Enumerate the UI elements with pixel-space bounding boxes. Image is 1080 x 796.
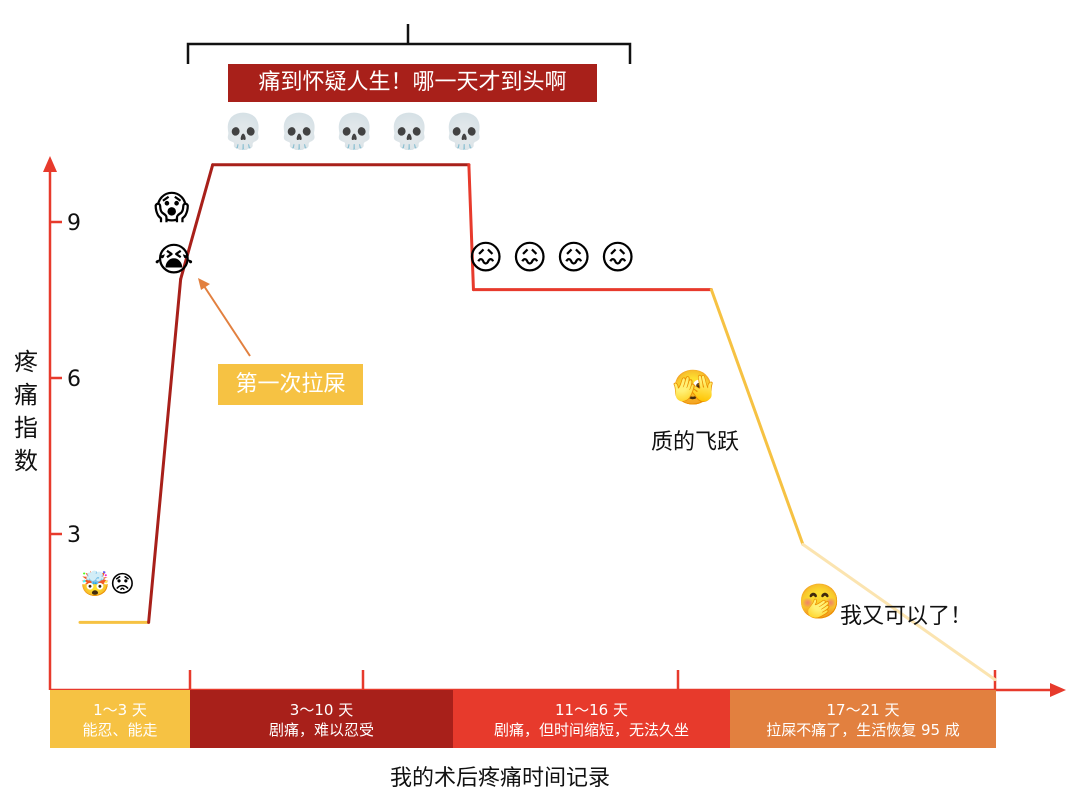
skull-icon: 💀 bbox=[278, 112, 321, 152]
confounded-icon: 😖 bbox=[600, 238, 636, 278]
phase-description: 剧痛，难以忍受 bbox=[268, 721, 374, 739]
pain-line-segment bbox=[709, 288, 805, 546]
confounded-icon: 😖 bbox=[468, 238, 504, 278]
leap-annotation: 质的飞跃 bbox=[650, 430, 739, 455]
phase-days: 11〜16 天 bbox=[555, 701, 628, 719]
shock-emoji-icon: 😱 bbox=[154, 188, 190, 228]
phase-days: 1〜3 天 bbox=[93, 701, 147, 719]
sob-emoji-icon: 😭 bbox=[154, 240, 194, 280]
first-bowel-callout: 第一次拉屎 bbox=[218, 364, 363, 405]
phase-description: 剧痛，但时间缩短，无法久坐 bbox=[493, 721, 689, 739]
skull-icon: 💀 bbox=[388, 112, 431, 152]
recovered-annotation: 我又可以了！ bbox=[840, 604, 973, 629]
x-axis-arrow bbox=[1050, 683, 1066, 697]
phase-description: 能忍、能走 bbox=[82, 721, 158, 739]
confounded-icon: 😖 bbox=[512, 238, 548, 278]
phase-days: 17〜21 天 bbox=[826, 701, 900, 719]
skull-icon: 💀 bbox=[222, 112, 265, 152]
early-emoji-icon: 🤯😟 bbox=[80, 570, 135, 598]
phase-segment: 1〜3 天能忍、能走 bbox=[50, 690, 190, 748]
y-axis-arrow bbox=[43, 156, 57, 172]
relief-emoji-icon: 🤭 bbox=[798, 582, 841, 622]
peek-emoji-icon: 🫣 bbox=[672, 368, 715, 408]
phase-segment: 3〜10 天剧痛，难以忍受 bbox=[190, 690, 453, 748]
pain-line-segment bbox=[801, 542, 997, 682]
skull-icon: 💀 bbox=[443, 112, 486, 152]
phase-days: 3〜10 天 bbox=[289, 701, 354, 719]
confounded-icon: 😖 bbox=[556, 238, 592, 278]
y-tick-label: 3 bbox=[67, 523, 81, 548]
phase-description: 拉屎不痛了，生活恢复 95 成 bbox=[766, 721, 960, 739]
y-tick-label: 9 bbox=[67, 211, 81, 236]
callout-arrowhead bbox=[198, 278, 210, 290]
pain-line-segment bbox=[147, 277, 183, 624]
peak-banner: 痛到怀疑人生！哪一天才到头啊 bbox=[228, 64, 597, 102]
phase-segment: 11〜16 天剧痛，但时间缩短，无法久坐 bbox=[453, 690, 730, 748]
pain-line-segment bbox=[179, 163, 215, 281]
skull-icon: 💀 bbox=[333, 112, 376, 152]
pain-line-segment bbox=[467, 163, 475, 292]
y-axis-label: 疼痛指数 bbox=[14, 348, 38, 475]
x-axis-title: 我的术后疼痛时间记录 bbox=[389, 766, 610, 791]
callout-arrow bbox=[203, 285, 251, 357]
y-tick-label: 6 bbox=[67, 367, 81, 392]
peak-bracket bbox=[186, 24, 632, 64]
phase-segment: 17〜21 天拉屎不痛了，生活恢复 95 成 bbox=[730, 690, 996, 748]
